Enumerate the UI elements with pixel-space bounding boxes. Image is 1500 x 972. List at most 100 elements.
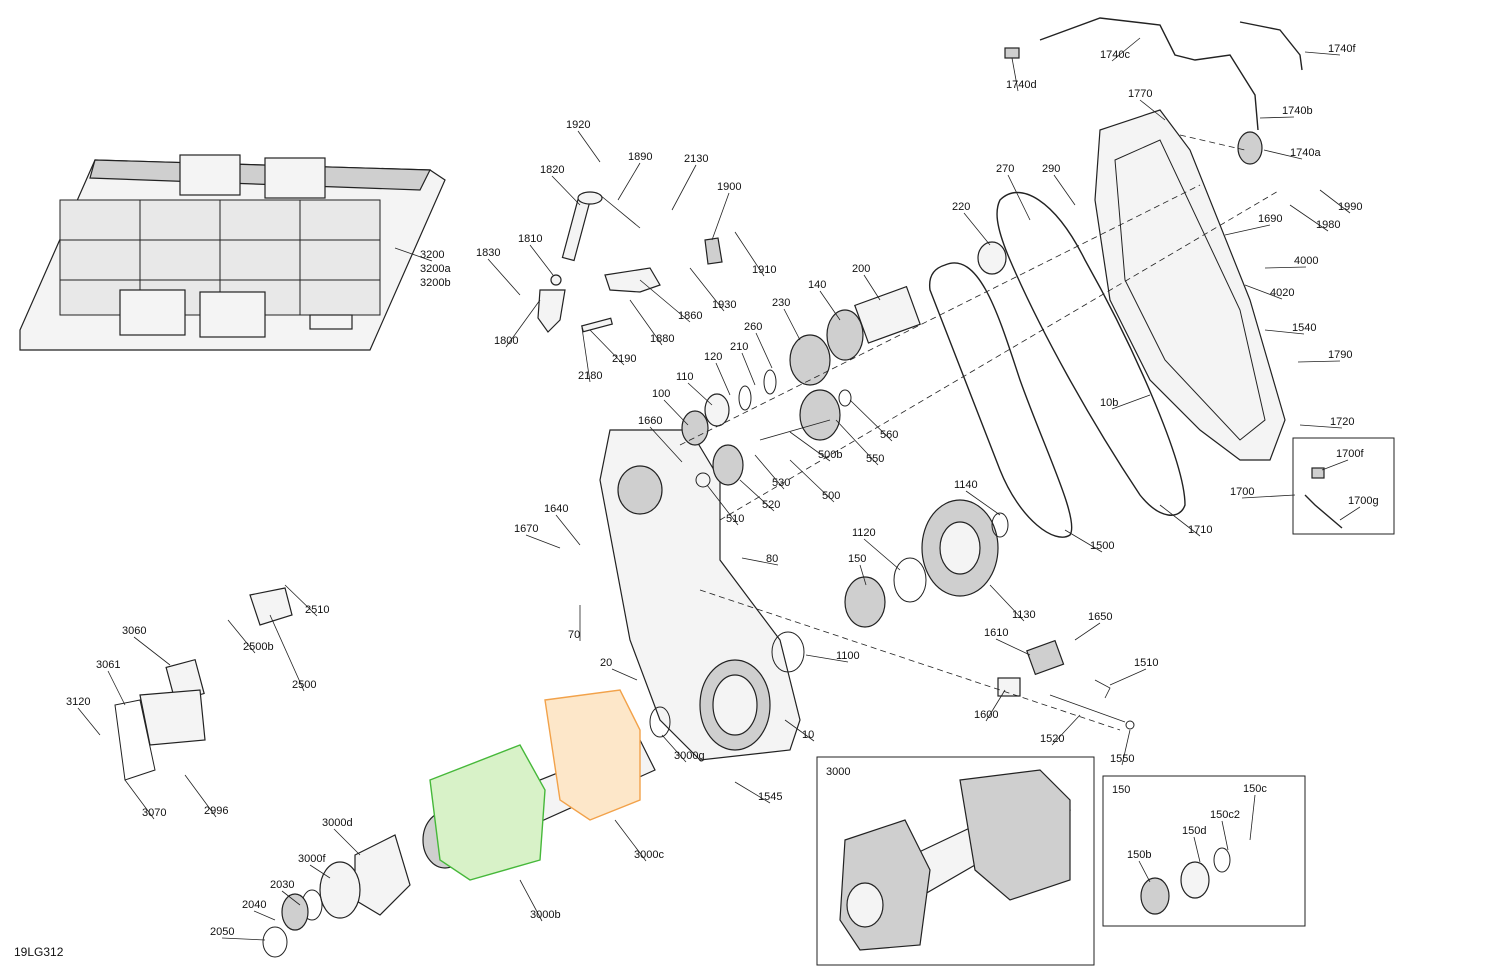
leader-1740d: [1011, 57, 1019, 92]
tensioner-assembly: [997, 639, 1135, 730]
leader-120: [715, 362, 731, 396]
leader-1130: [989, 584, 1025, 622]
leader-1920: [577, 130, 601, 163]
inset-150-box: [1102, 775, 1306, 927]
callout-1650: 1650: [1088, 611, 1112, 623]
track-guide-part: [19, 154, 446, 351]
leader-1830: [487, 258, 521, 296]
leader-230: [783, 308, 801, 341]
leader-3000g: [661, 734, 687, 763]
leader-4000: [1264, 266, 1307, 269]
leader-1660: [649, 426, 683, 463]
callout-1550: 1550: [1110, 753, 1134, 765]
leader-1600: [985, 689, 1006, 722]
callout-3120: 3120: [66, 696, 90, 708]
callout-3000g: 3000g: [674, 750, 705, 762]
leader-1800: [505, 299, 541, 348]
callout-1900: 1900: [717, 181, 741, 193]
callout-3200a: 3200a: [420, 263, 451, 275]
callout-3000f: 3000f: [298, 853, 326, 865]
leader-550: [835, 419, 879, 466]
callout-1130: 1130: [1012, 609, 1036, 621]
callout-1880: 1880: [650, 333, 674, 345]
leader-150d: [1193, 836, 1201, 863]
leader-1880: [629, 299, 663, 346]
callout-1670: 1670: [514, 523, 538, 535]
callout-150d: 150d: [1182, 825, 1206, 837]
callout-3060: 3060: [122, 625, 146, 637]
callout-150: 150: [848, 553, 866, 565]
callout-2180: 2180: [578, 370, 602, 382]
callout-1830: 1830: [476, 247, 500, 259]
leader-3070: [124, 779, 155, 820]
callout-150c2: 150c2: [1210, 809, 1240, 821]
callout-1810: 1810: [518, 233, 542, 245]
callout-1740d: 1740d: [1006, 79, 1037, 91]
gear-train: [681, 241, 1009, 673]
callout-1610: 1610: [984, 627, 1008, 639]
callout-1820: 1820: [540, 164, 564, 176]
callout-2500b: 2500b: [243, 641, 274, 653]
callout-1660: 1660: [638, 415, 662, 427]
callout-1520: 1520: [1040, 733, 1064, 745]
leader-80: [741, 557, 779, 566]
callout-3000b: 3000b: [530, 909, 561, 921]
leader-1740c: [1111, 37, 1141, 62]
leader-100: [663, 399, 689, 426]
callout-1120: 1120: [852, 527, 876, 539]
leader-1700: [1241, 494, 1296, 499]
callout-20: 20: [600, 657, 612, 669]
callout-560: 560: [880, 429, 898, 441]
callout-140: 140: [808, 279, 826, 291]
callout-1540: 1540: [1292, 322, 1316, 334]
callout-1790: 1790: [1328, 349, 1352, 361]
callout-510: 510: [726, 513, 744, 525]
leader-3200: [394, 247, 433, 262]
callout-1600: 1600: [974, 709, 998, 721]
callout-120: 120: [704, 351, 722, 363]
leader-260: [755, 332, 773, 369]
leader-1890: [617, 162, 641, 201]
leader-1650: [1074, 622, 1101, 641]
leader-150c: [1249, 794, 1256, 841]
callout-10b: 10b: [1100, 397, 1118, 409]
callout-520: 520: [762, 499, 780, 511]
inset-3000-label: 3000: [826, 766, 850, 778]
callout-3000c: 3000c: [634, 849, 664, 861]
callout-3070: 3070: [142, 807, 166, 819]
callout-1740a: 1740a: [1290, 147, 1321, 159]
leader-3120: [77, 707, 101, 736]
leader-1610: [995, 638, 1031, 656]
brake-hose: [1004, 17, 1303, 131]
callout-1510: 1510: [1134, 657, 1158, 669]
leader-lines: [77, 37, 1361, 941]
leader-270: [1007, 174, 1031, 221]
callout-1980: 1980: [1316, 219, 1340, 231]
leader-3000c: [614, 819, 647, 862]
callout-110: 110: [676, 371, 694, 383]
inset-1700f-box: [1292, 437, 1395, 535]
leader-150b: [1138, 860, 1151, 883]
leader-2190: [589, 329, 625, 366]
leader-1100: [805, 654, 849, 663]
callout-3200: 3200: [420, 249, 444, 261]
callout-2190: 2190: [612, 353, 636, 365]
callout-1920: 1920: [566, 119, 590, 131]
leader-1140: [965, 490, 1001, 516]
callout-530: 530: [772, 477, 790, 489]
callout-1740f: 1740f: [1328, 43, 1356, 55]
callout-1890: 1890: [628, 151, 652, 163]
leader-2996: [184, 774, 217, 818]
callout-2130: 2130: [684, 153, 708, 165]
callout-500b: 500b: [818, 449, 842, 461]
leader-1690: [1224, 224, 1271, 236]
callout-1545: 1545: [758, 791, 782, 803]
leader-3060: [133, 636, 171, 666]
callout-1640: 1640: [544, 503, 568, 515]
leader-1700g: [1339, 506, 1361, 521]
leader-1900: [711, 192, 730, 241]
callout-1770: 1770: [1128, 88, 1152, 100]
leader-1990: [1319, 189, 1351, 214]
callout-1720: 1720: [1330, 416, 1354, 428]
